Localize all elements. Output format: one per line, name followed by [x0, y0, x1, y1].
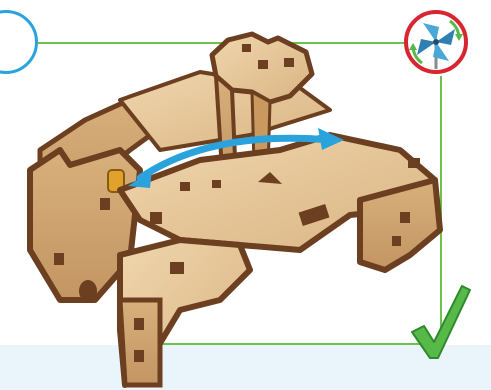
checkmark-icon [408, 280, 472, 360]
